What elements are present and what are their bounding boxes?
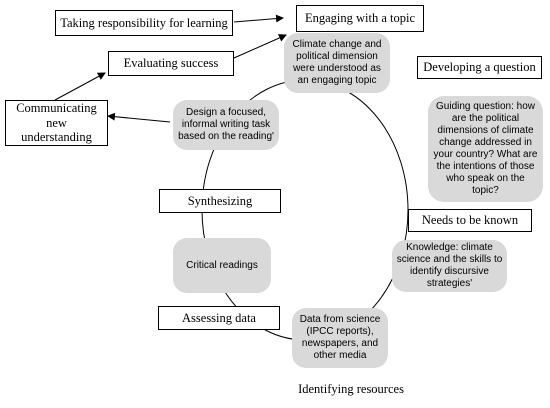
arrow-evaluating-to-engaging [233, 34, 287, 59]
bubble-writing-task: Design a focused, informal writing task … [173, 100, 279, 150]
stage-communicating: Communicating new understanding [5, 100, 108, 146]
bubble-climate-topic: Climate change and political dimension w… [284, 33, 390, 93]
stage-developing-question: Developing a question [417, 56, 542, 79]
bubble-knowledge: Knowledge: climate science and the skill… [392, 240, 507, 292]
stage-needs-to-be-known: Needs to be known [408, 209, 532, 232]
bubble-data-sources: Data from science (IPCC reports), newspa… [292, 308, 388, 368]
bubble-critical-readings: Critical readings [173, 238, 271, 293]
stage-evaluating-success: Evaluating success [108, 51, 234, 76]
stage-synthesizing: Synthesizing [159, 189, 281, 213]
arrow-writing-to-communicating [107, 112, 171, 123]
arrow-communicating-to-evaluating [54, 72, 106, 101]
arrow-taking-to-engaging [233, 14, 284, 23]
stage-identifying-resources: Identifying resources [287, 376, 415, 402]
stage-assessing-data: Assessing data [158, 306, 280, 330]
bubble-guiding-question: Guiding question: how are the political … [428, 96, 543, 202]
stage-engaging: Engaging with a topic [296, 5, 424, 32]
stage-taking-responsibility: Taking responsibility for learning [55, 10, 233, 36]
